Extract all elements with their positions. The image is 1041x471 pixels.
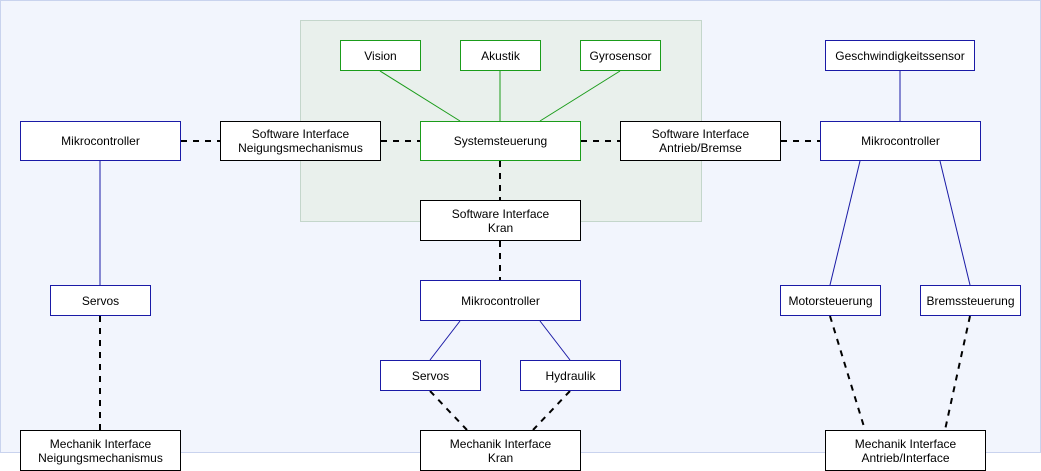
node-software-interface-antrieb[interactable]: Software Interface Antrieb/Bremse	[620, 121, 781, 161]
node-software-interface-neigung[interactable]: Software Interface Neigungsmechanismus	[220, 121, 381, 161]
edge-motorsteuerung-mech-antrieb	[829, 315, 866, 431]
node-vision[interactable]: Vision	[340, 40, 421, 71]
edge-servos-center-mech-kran	[429, 390, 468, 431]
node-akustik[interactable]: Akustik	[460, 40, 541, 71]
node-hydraulik[interactable]: Hydraulik	[520, 360, 621, 391]
edge-mikrocontroller-right-bremssteuerung	[939, 160, 971, 286]
edge-gyrosensor-systemsteuerung	[539, 70, 621, 122]
node-mechanik-interface-antrieb[interactable]: Mechanik Interface Antrieb/Interface	[825, 430, 986, 471]
node-motorsteuerung[interactable]: Motorsteuerung	[780, 285, 881, 316]
node-mikrocontroller-left[interactable]: Mikrocontroller	[20, 121, 181, 161]
node-mechanik-interface-neigung[interactable]: Mechanik Interface Neigungsmechanismus	[20, 430, 181, 471]
node-mechanik-interface-kran[interactable]: Mechanik Interface Kran	[420, 430, 581, 471]
node-systemsteuerung[interactable]: Systemsteuerung	[420, 121, 581, 161]
node-mikrocontroller-center[interactable]: Mikrocontroller	[420, 280, 581, 321]
node-software-interface-kran[interactable]: Software Interface Kran	[420, 200, 581, 241]
node-servos-left[interactable]: Servos	[50, 285, 151, 316]
edge-hydraulik-mech-kran	[532, 390, 571, 431]
node-servos-center[interactable]: Servos	[380, 360, 481, 391]
edge-mikrocontroller-right-motorsteuerung	[829, 160, 861, 286]
node-gyrosensor[interactable]: Gyrosensor	[580, 40, 661, 71]
edge-mikrocontroller-center-servos-center	[429, 320, 461, 361]
node-mikrocontroller-right[interactable]: Mikrocontroller	[820, 121, 981, 161]
edge-bremssteuerung-mech-antrieb	[944, 315, 971, 431]
node-geschwindigkeitssensor[interactable]: Geschwindigkeitssensor	[825, 40, 975, 71]
edge-vision-systemsteuerung	[379, 70, 461, 122]
edge-mikrocontroller-center-hydraulik	[539, 320, 571, 361]
node-bremssteuerung[interactable]: Bremssteuerung	[920, 285, 1021, 316]
